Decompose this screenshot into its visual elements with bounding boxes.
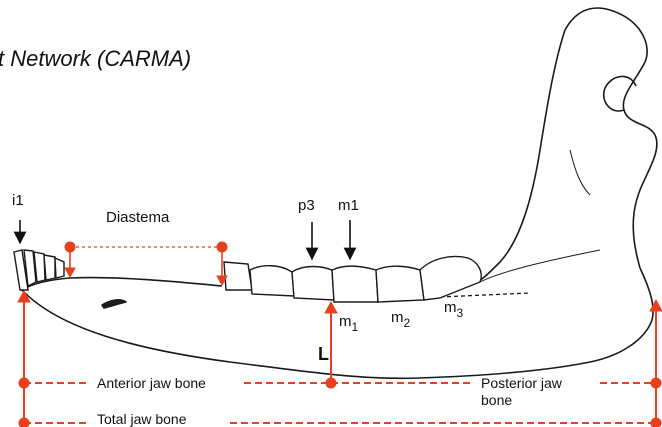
label-anterior: Anterior jaw bone xyxy=(97,375,206,391)
incisors xyxy=(14,250,64,290)
label-posterior-1: Posterior jaw xyxy=(481,375,563,391)
alveolar-line xyxy=(22,278,222,290)
label-i1: i1 xyxy=(12,192,24,209)
labels: i1 Diastema p3 m1 m1 m2 m3 L Anterior ja… xyxy=(12,192,563,427)
label-p3: p3 xyxy=(298,197,315,214)
label-m1-sub: m1 xyxy=(339,313,359,334)
ramus-inner-line xyxy=(480,250,600,282)
label-total: Total jaw bone xyxy=(97,411,187,427)
diastema-measure xyxy=(65,242,227,285)
posterior-dot xyxy=(651,378,661,388)
label-posterior-2: bone xyxy=(481,392,512,408)
label-m2-sub: m2 xyxy=(391,309,411,330)
label-diastema: Diastema xyxy=(106,209,170,226)
mental-foramen xyxy=(102,300,126,308)
jaw-length-lines xyxy=(18,291,662,427)
ramus-posterior-edge xyxy=(565,8,657,268)
label-m3-sub: m3 xyxy=(444,299,464,320)
cheek-teeth xyxy=(224,257,481,303)
label-L: L xyxy=(318,344,329,364)
label-m1-top: m1 xyxy=(338,197,359,214)
condyle-hook xyxy=(604,76,636,111)
ramus-anterior-edge xyxy=(480,30,565,280)
